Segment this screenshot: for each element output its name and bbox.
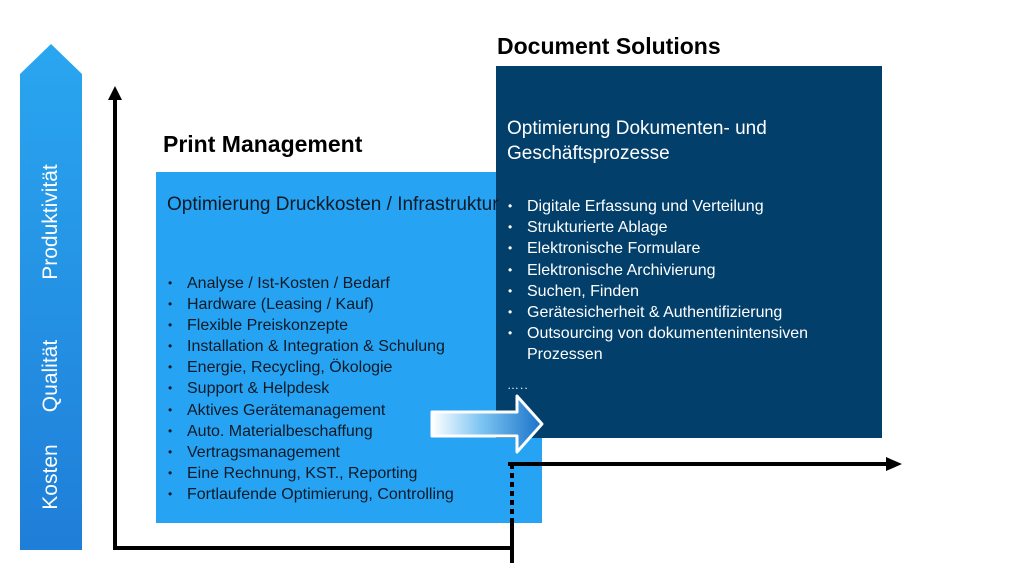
- list-item: Strukturierte Ablage: [507, 217, 867, 238]
- document-solutions-list: Digitale Erfassung und Verteilung Strukt…: [507, 196, 867, 366]
- list-item: Aktives Gerätemanagement: [167, 400, 537, 421]
- list-item: Elektronische Formulare: [507, 238, 867, 259]
- list-item: Flexible Preiskonzepte: [167, 315, 537, 336]
- list-item: Digitale Erfassung und Verteilung: [507, 196, 867, 217]
- list-item: Eine Rechnung, KST., Reporting: [167, 463, 537, 484]
- productivity-arrow: Kosten Qualität Produktivität: [20, 44, 82, 550]
- print-management-title: Print Management: [163, 131, 363, 157]
- list-item: Gerätesicherheit & Authentifizierung: [507, 302, 867, 323]
- list-item: Support & Helpdesk: [167, 378, 537, 399]
- x-axis-2-arrowhead: [886, 457, 902, 471]
- list-item: Auto. Materialbeschaffung: [167, 421, 537, 442]
- list-item: Outsourcing von dokumentenintensiven Pro…: [507, 323, 867, 365]
- list-item: Fortlaufende Optimierung, Controlling: [167, 484, 537, 505]
- list-item: Analyse / Ist-Kosten / Bedarf: [167, 273, 537, 294]
- transition-arrow: [430, 394, 544, 454]
- document-solutions-more: …..: [507, 378, 529, 392]
- productivity-arrow-shape: [20, 44, 82, 550]
- list-item: Installation & Integration & Schulung: [167, 336, 537, 357]
- print-management-list: Analyse / Ist-Kosten / Bedarf Hardware (…: [167, 273, 537, 505]
- list-item: Suchen, Finden: [507, 281, 867, 302]
- document-solutions-title: Document Solutions: [497, 33, 721, 59]
- list-item: Vertragsmanagement: [167, 442, 537, 463]
- list-item: Elektronische Archivierung: [507, 260, 867, 281]
- y-axis-arrowhead: [108, 86, 122, 100]
- list-item: Energie, Recycling, Ökologie: [167, 357, 537, 378]
- print-management-heading: Optimierung Druckkosten / Infrastruktur: [167, 194, 499, 215]
- document-solutions-heading: Optimierung Dokumenten- und Geschäftspro…: [507, 118, 767, 164]
- list-item: Hardware (Leasing / Kauf): [167, 294, 537, 315]
